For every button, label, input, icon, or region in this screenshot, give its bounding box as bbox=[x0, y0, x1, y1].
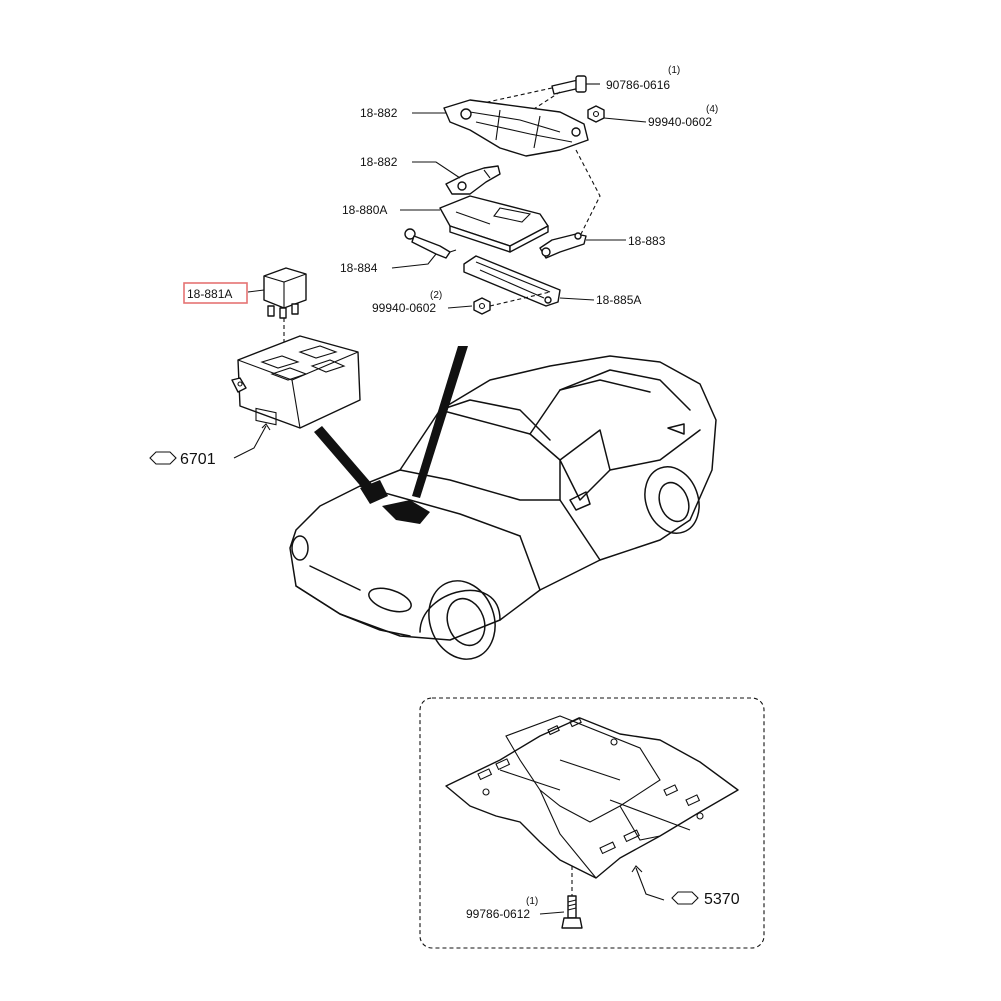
label-18-883: 18-883 bbox=[628, 234, 666, 248]
bolt-90786-0616[interactable] bbox=[551, 75, 600, 95]
inset-frame bbox=[419, 697, 765, 949]
connector-18-884[interactable] bbox=[404, 228, 457, 259]
bracket-18-883[interactable] bbox=[539, 232, 587, 259]
label-18-880a: 18-880A bbox=[342, 203, 387, 217]
label-99786-0612: 99786-0612 bbox=[466, 907, 530, 921]
pointer-arrow-left bbox=[314, 426, 372, 490]
leader-bolt-2 bbox=[519, 91, 561, 119]
label-90786-0616: 90786-0616 bbox=[606, 78, 670, 92]
leader-18-884 bbox=[391, 253, 437, 269]
ref-icon-5370 bbox=[671, 891, 699, 905]
highlight-box-18-881a[interactable] bbox=[183, 282, 248, 304]
leader-99786-label bbox=[539, 911, 565, 915]
qty-99940-top: (4) bbox=[706, 104, 718, 115]
nut-99940-0602-top[interactable] bbox=[587, 105, 605, 123]
qty-99786: (1) bbox=[526, 896, 538, 907]
relay-box-6701[interactable] bbox=[231, 335, 361, 429]
qty-99940-mid: (2) bbox=[430, 290, 442, 301]
leader-nut-top bbox=[603, 117, 647, 123]
leader-nut-bracket bbox=[489, 291, 551, 307]
bolt-99786-0612[interactable] bbox=[561, 895, 583, 929]
label-18-882-top: 18-882 bbox=[360, 106, 398, 120]
qty-90786-0616: (1) bbox=[668, 65, 680, 76]
label-99940-0602-top: 99940-0602 bbox=[648, 115, 712, 129]
leader-right-dashed bbox=[575, 149, 601, 237]
label-18-881a: 18-881A bbox=[187, 287, 232, 301]
floor-panel-5370[interactable] bbox=[445, 715, 739, 879]
ref-icon-6701 bbox=[149, 451, 177, 465]
pointer-arrow-right bbox=[412, 346, 468, 498]
leader-18-885a bbox=[559, 297, 595, 301]
arrow-5370 bbox=[631, 865, 643, 873]
label-18-884: 18-884 bbox=[340, 261, 378, 275]
leader-18-882-mid bbox=[412, 161, 461, 179]
leader-6701 bbox=[233, 425, 267, 459]
bracket-18-882-top[interactable] bbox=[443, 99, 589, 157]
arrow-6701 bbox=[261, 423, 271, 431]
leader-5370 bbox=[635, 867, 665, 901]
label-99940-0602-mid: 99940-0602 bbox=[372, 301, 436, 315]
leader-nut-mid bbox=[447, 305, 473, 309]
bracket-18-885a[interactable] bbox=[463, 255, 561, 307]
nut-99940-0602-mid[interactable] bbox=[473, 297, 491, 315]
label-18-885a: 18-885A bbox=[596, 293, 641, 307]
module-18-880a[interactable] bbox=[439, 195, 549, 253]
label-6701: 6701 bbox=[180, 451, 216, 468]
relay-18-881a[interactable] bbox=[263, 267, 307, 319]
label-5370: 5370 bbox=[704, 891, 740, 908]
leader-18-881a bbox=[247, 289, 265, 293]
bracket-18-882-mid[interactable] bbox=[445, 165, 501, 195]
label-18-882-mid: 18-882 bbox=[360, 155, 398, 169]
